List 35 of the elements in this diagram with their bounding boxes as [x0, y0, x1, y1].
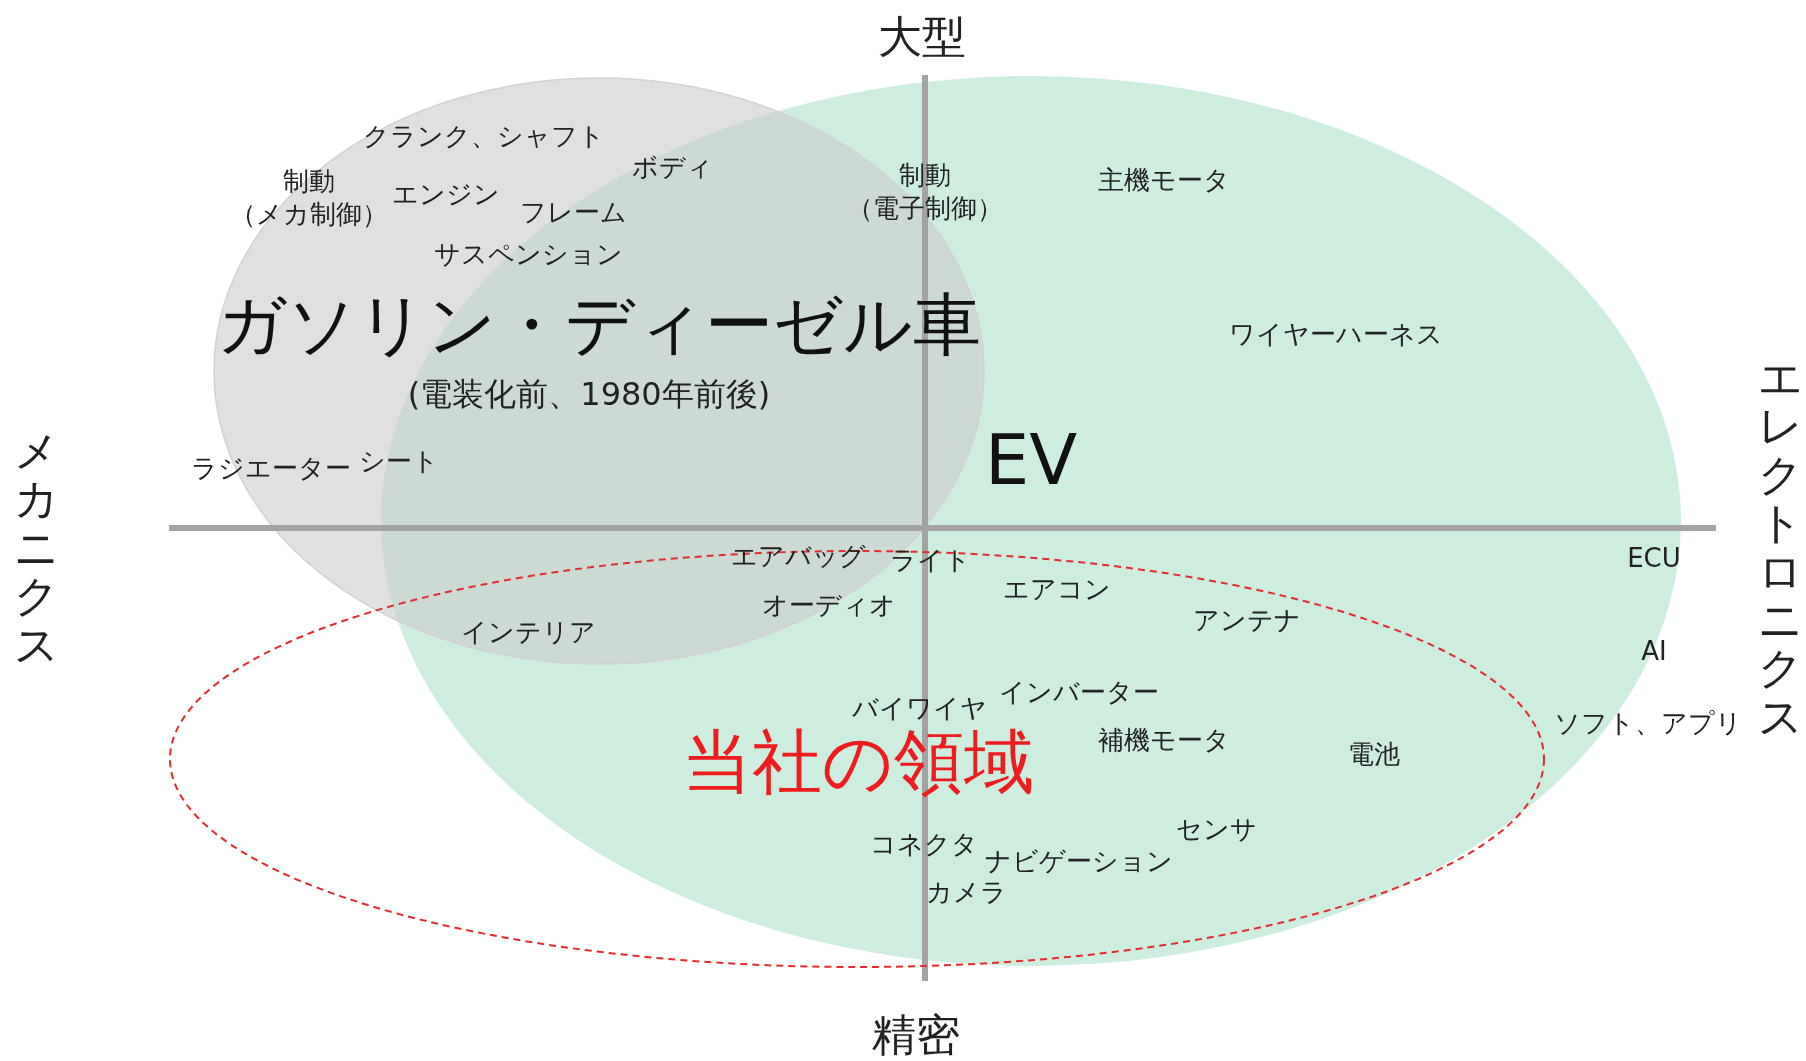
component-label: ECU — [1627, 541, 1681, 575]
component-label: AI — [1641, 634, 1667, 668]
component-label: シート — [359, 444, 439, 478]
component-label: ラジエーター — [191, 451, 351, 485]
component-label: ワイヤーハーネス — [1229, 317, 1443, 351]
component-label: フレーム — [519, 195, 627, 229]
component-label: ナビゲーション — [985, 844, 1173, 878]
component-label: エアコン — [1003, 572, 1111, 606]
component-label: エアバッグ — [730, 539, 866, 573]
axis-label: エレクトロニクス — [1758, 354, 1802, 742]
component-label: サスペンション — [433, 237, 623, 271]
component-label: ライト — [889, 543, 971, 577]
component-label: オーディオ — [762, 588, 896, 622]
component-label: 制動（電子制御） — [847, 158, 1003, 224]
component-label: 主機モータ — [1098, 163, 1230, 197]
component-label: インテリア — [460, 615, 596, 649]
component-label: ボディ — [631, 150, 713, 184]
component-label: 制動（メカ制御） — [230, 164, 388, 230]
component-label: ソフト、アプリ — [1554, 706, 1742, 740]
axis-label: 精密 — [872, 1007, 960, 1061]
ellipse-region — [213, 77, 985, 665]
axis-label: メカニクス — [14, 427, 58, 669]
component-label: インバーター — [999, 675, 1159, 709]
region-subtitle: (電装化前、1980年前後) — [407, 375, 771, 413]
component-label: カメラ — [925, 875, 1007, 909]
region-title: ガソリン・ディーゼル車 — [217, 285, 981, 365]
component-label: 補機モータ — [1098, 723, 1230, 757]
component-label: エンジン — [392, 177, 500, 211]
region-title: EV — [984, 419, 1078, 501]
component-label: クランク、シャフト — [363, 119, 605, 153]
axis-label: 大型 — [878, 9, 966, 64]
component-label: 電池 — [1348, 737, 1400, 771]
component-label: アンテナ — [1193, 603, 1301, 637]
component-label: センサ — [1175, 812, 1257, 846]
component-label: コネクタ — [870, 827, 978, 861]
